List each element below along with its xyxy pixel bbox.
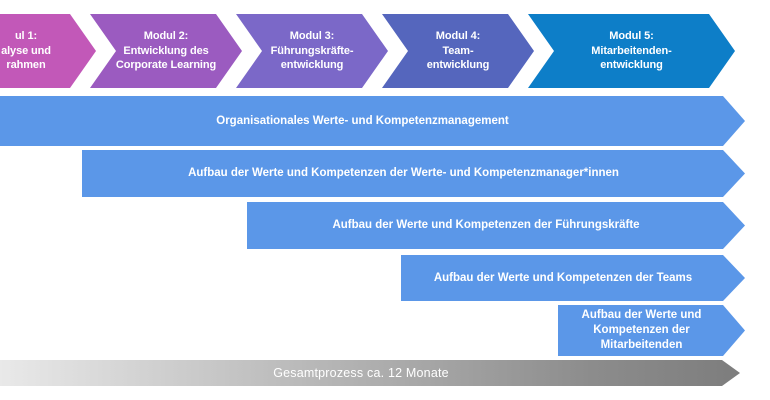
module-chevron-modul-5[interactable]: Modul 5: Mitarbeitenden- entwicklung (528, 14, 735, 88)
process-bar-label-4: Aufbau der Werte und Kompetenzen der Tea… (433, 271, 693, 284)
module-chevron-label-modul-5: Modul 5: Mitarbeitenden- entwicklung (591, 30, 672, 72)
total-duration-label: Gesamtprozess ca. 12 Monate (273, 366, 449, 380)
process-bar-mitarbeitenden[interactable]: Aufbau der Werte und Kompetenzen der Mit… (558, 305, 745, 356)
module-chevron-modul-2[interactable]: Modul 2: Entwicklung des Corporate Learn… (90, 14, 242, 88)
module-chevron-row: ul 1: alyse und rahmen Modul 2: Entwickl… (0, 14, 770, 88)
process-bar-label-2: Aufbau der Werte und Kompetenzen der Wer… (188, 167, 619, 179)
module-chevron-label-modul-1: ul 1: alyse und rahmen (1, 30, 51, 72)
process-bar-label-1: Organisationales Werte- und Kompetenzman… (216, 114, 509, 127)
module-chevron-modul-3[interactable]: Modul 3: Führungskräfte- entwicklung (236, 14, 388, 88)
module-chevron-modul-1[interactable]: ul 1: alyse und rahmen (0, 14, 96, 88)
process-bar-werte-kompetenzmanager[interactable]: Aufbau der Werte und Kompetenzen der Wer… (82, 150, 745, 197)
module-chevron-label-modul-3: Modul 3: Führungskräfte- entwicklung (270, 30, 354, 72)
total-duration-bar[interactable]: Gesamtprozess ca. 12 Monate (0, 360, 740, 386)
process-bar-label-3: Aufbau der Werte und Kompetenzen der Füh… (332, 219, 640, 231)
module-chevron-modul-4[interactable]: Modul 4: Team- entwicklung (382, 14, 534, 88)
process-bar-teams[interactable]: Aufbau der Werte und Kompetenzen der Tea… (401, 255, 745, 301)
module-chevron-label-modul-4: Modul 4: Team- entwicklung (426, 30, 490, 72)
module-chevron-label-modul-2: Modul 2: Entwicklung des Corporate Learn… (115, 30, 217, 72)
process-bar-label-5: Aufbau der Werte und Kompetenzen der Mit… (581, 309, 702, 351)
process-bar-organisationales-werte-kompetenzmanagement[interactable]: Organisationales Werte- und Kompetenzman… (0, 96, 745, 146)
process-bar-fuehrungskraefte[interactable]: Aufbau der Werte und Kompetenzen der Füh… (247, 202, 745, 249)
